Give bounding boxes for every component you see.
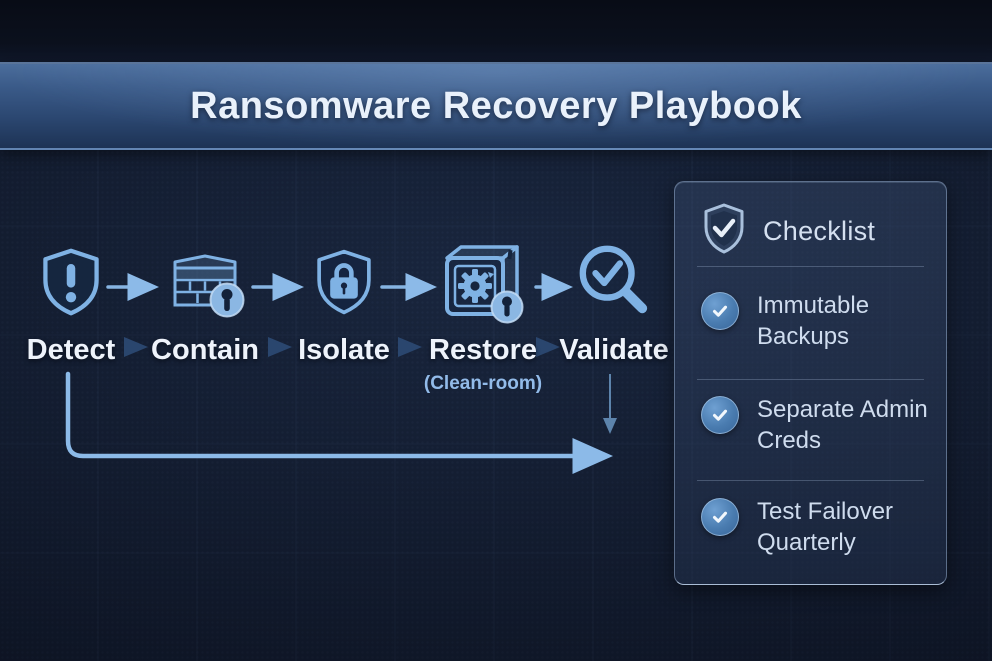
checklist-item-label: Separate Admin Creds [757,396,928,454]
step-label: Restore [429,334,537,366]
panel-divider [697,266,924,267]
panel-divider [697,379,924,380]
flow-step-contain: Contain [130,240,280,367]
firewall-key-icon [160,240,250,324]
flow-step-restore: Restore (Clean-room) [408,240,558,395]
checklist-title: Checklist [763,215,876,246]
flow-step-validate: Validate [539,240,689,367]
checklist-header: Checklist [701,202,875,260]
magnifier-check-icon [575,240,653,324]
step-label: Validate [559,334,669,366]
shield-alert-icon [35,240,107,324]
panel-divider [697,480,924,481]
checklist-item: Immutable Backups [701,290,939,352]
page-title: Ransomware Recovery Playbook [190,84,802,127]
flow-step-isolate: Isolate [269,240,419,367]
check-circle-icon [701,292,739,330]
checklist-panel: Checklist Immutable Backups Separate Adm… [674,181,947,585]
checklist-item-label: Immutable Backups [757,292,870,350]
shield-lock-icon [309,240,379,324]
step-sublabel: (Clean-room) [423,373,543,394]
checklist-item-label: Test Failover Quarterly [757,498,894,556]
checklist-item: Separate Admin Creds [701,394,939,456]
check-circle-icon [701,498,739,536]
flow-step-detect: Detect [0,240,146,367]
shield-check-icon [701,202,747,260]
step-label: Isolate [298,334,390,366]
step-label: Detect [26,334,116,366]
title-banner: Ransomware Recovery Playbook [0,62,992,150]
checklist-item: Test Failover Quarterly [701,496,939,558]
step-label: Contain [151,334,259,366]
check-circle-icon [701,396,739,434]
top-dark-strip [0,0,992,62]
vault-gear-key-icon [435,240,531,324]
